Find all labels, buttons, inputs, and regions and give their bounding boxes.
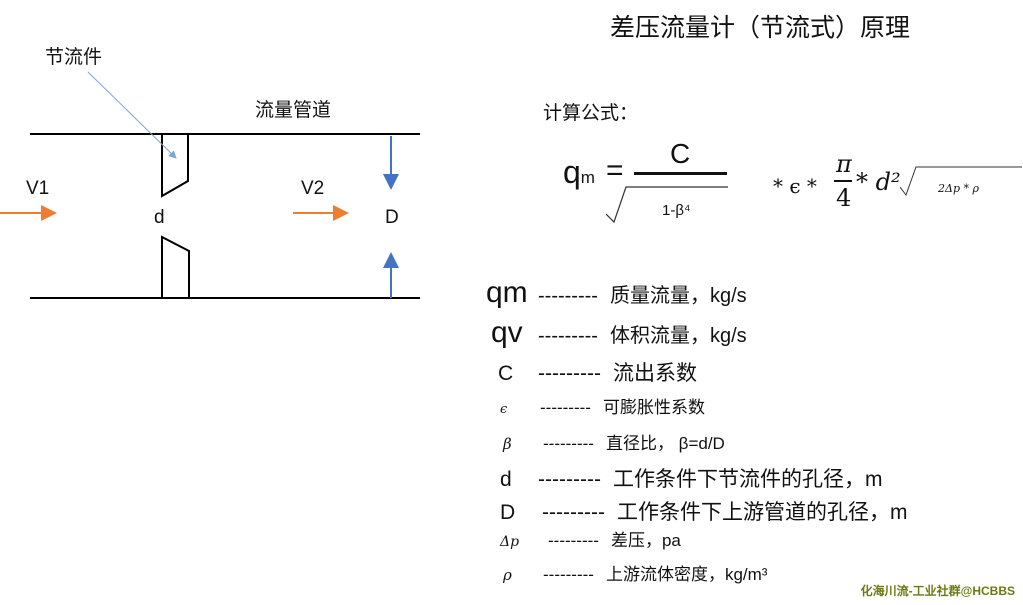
legend-item: C---------流出系数 — [498, 362, 697, 385]
formula-d-term: * d² — [856, 168, 901, 196]
formula-equals: = — [606, 154, 624, 187]
formula-four: 4 — [836, 184, 852, 212]
sqrt-sign — [606, 186, 728, 224]
legend-item: d---------工作条件下节流件的孔径，m — [500, 468, 883, 491]
legend-item: ρ---------上游流体密度，kg/m³ — [503, 565, 768, 584]
legend-item: ϵ---------可膨胀性系数 — [500, 398, 705, 417]
throttle-pointer-arrow — [87, 71, 177, 159]
legend-item: qm---------质量流量，kg/s — [486, 276, 747, 309]
flow-diagram — [0, 71, 420, 299]
throttle-label: 节流件 — [45, 47, 103, 68]
legend-item: β---------直径比， β=d/D — [503, 434, 725, 453]
pipe-label: 流量管道 — [255, 100, 332, 121]
v1-label: V1 — [26, 178, 50, 199]
d-label: d — [154, 207, 165, 228]
D-label: D — [385, 207, 399, 228]
formula-sqrt-term: 2Δp * ρ — [938, 182, 979, 195]
formula-denominator: 1-β⁴ — [662, 202, 691, 219]
formula-q-sub: m — [580, 168, 595, 187]
formula-q: q — [563, 154, 581, 190]
pi-fraction-bar — [834, 180, 852, 182]
legend-item: Δp---------差压，pa — [500, 531, 681, 550]
formula-label: 计算公式： — [543, 103, 639, 124]
orifice-plate-bottom — [161, 235, 190, 298]
fraction-bar — [634, 172, 727, 175]
slide-title: 差压流量计（节流式）原理 — [610, 14, 911, 42]
legend-item: qv---------体积流量，kg/s — [491, 316, 747, 349]
formula-factor: * ϵ * — [773, 174, 817, 198]
orifice-plate-top — [161, 134, 189, 198]
watermark: 化海川流-工业社群@HCBBS — [860, 584, 1015, 598]
sqrt-sign-2 — [900, 166, 1022, 197]
v2-label: V2 — [301, 178, 325, 199]
formula-pi: π — [836, 150, 852, 178]
legend-item: D---------工作条件下上游管道的孔径，m — [500, 501, 908, 524]
formula-numerator: C — [670, 138, 691, 169]
